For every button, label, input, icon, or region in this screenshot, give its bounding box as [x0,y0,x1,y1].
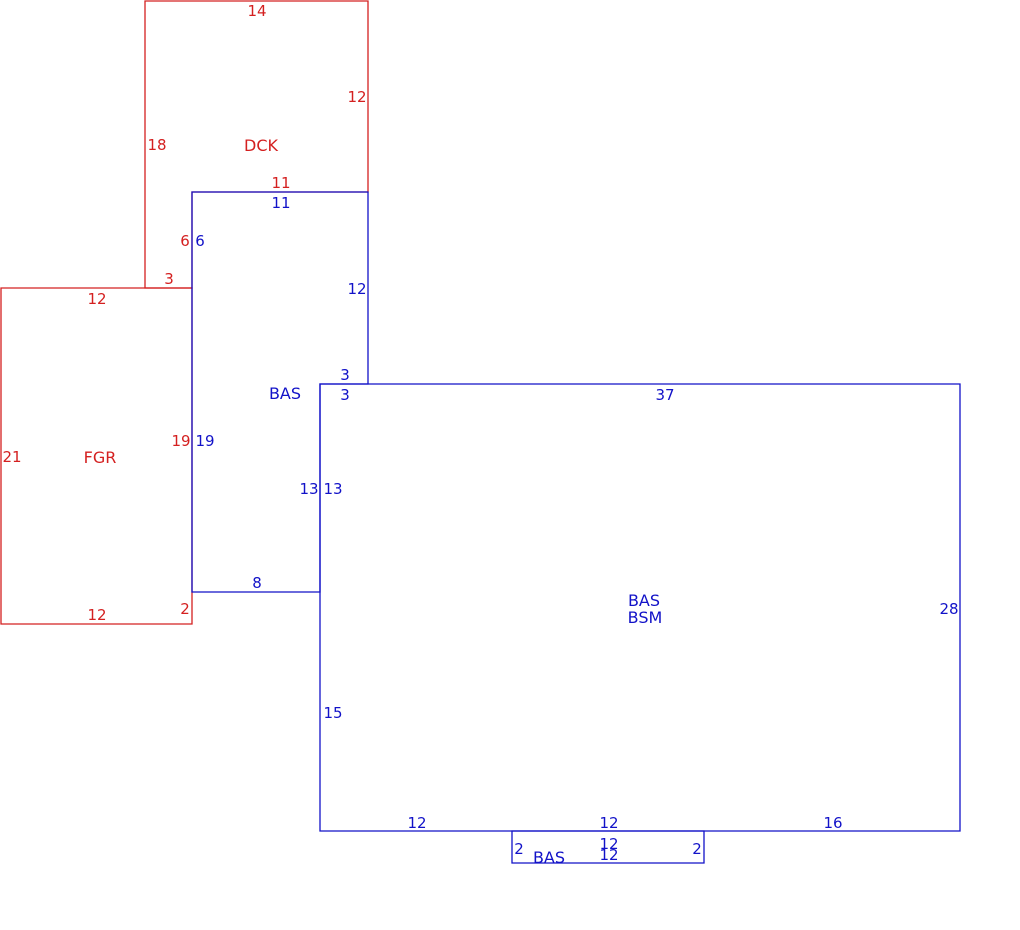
bas-step-dimension: 3 [340,366,350,384]
bas-upper-area-label: BAS [269,384,301,403]
small-left-dimension: 2 [514,840,524,858]
fgr-area-label: FGR [84,448,117,467]
dck-right-dimension: 12 [347,88,366,106]
bas-left-top-dimension: 6 [195,232,205,250]
dck-left-dimension: 18 [147,136,166,154]
bas-right-lower-dimension: 13 [299,480,318,498]
fgr-outline [0,287,193,625]
fgr-left-dimension: 21 [2,448,21,466]
bas-right-dimension: 12 [347,280,366,298]
main-area-label-bsm: BSM [628,608,663,627]
bas-top-dimension: 11 [271,194,290,212]
main-bottom-mid-dimension: 12 [599,814,618,832]
fgr-step-dimension: 2 [180,600,190,618]
dck-step-dimension: 3 [164,270,174,288]
dck-inner-left-dimension: 6 [180,232,190,250]
dck-area-label: DCK [244,136,278,155]
main-right-dimension: 28 [939,600,958,618]
bas-small-outline [511,830,705,864]
main-bas-bsm-outline [319,383,961,832]
main-bottom-right-dimension: 16 [823,814,842,832]
small-top-dimension: 12 [599,835,618,853]
fgr-bottom-dimension: 12 [87,606,106,624]
small-right-dimension: 2 [692,840,702,858]
fgr-right-dimension: 19 [171,432,190,450]
main-top-dimension: 37 [655,386,674,404]
fgr-top-dimension: 12 [87,290,106,308]
main-area-label-bas: BAS [628,591,660,610]
bas-bottom-dimension: 8 [252,574,262,592]
main-bottom-left-dimension: 12 [407,814,426,832]
main-step-dimension: 3 [340,386,350,404]
main-left-lower-dimension: 15 [323,704,342,722]
bas-small-area-label: BAS [533,848,565,867]
dck-top-dimension: 14 [247,2,266,20]
small-bottom-dimension: 12 [599,846,618,864]
bas-left-dimension: 19 [195,432,214,450]
main-left-upper-dimension: 13 [323,480,342,498]
dck-bottom-dimension: 11 [271,174,290,192]
